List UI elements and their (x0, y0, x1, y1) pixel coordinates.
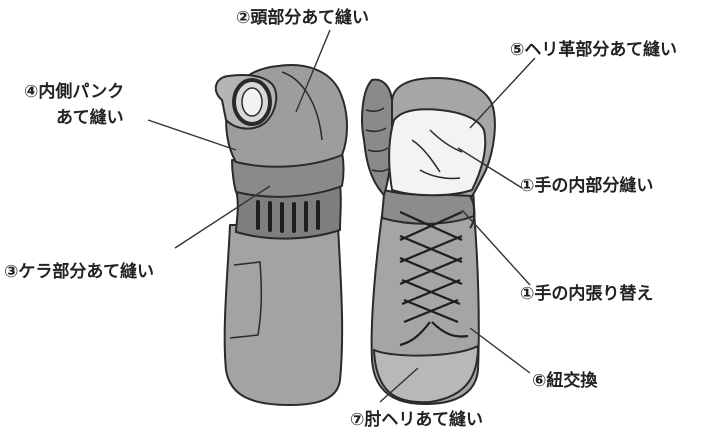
leader-palm-replace (461, 209, 531, 286)
label-inner-punk-line1: ④内側パンク (24, 82, 125, 102)
leader-palm-part (457, 147, 523, 189)
right-glove-side (361, 78, 394, 196)
leader-heri (469, 57, 536, 129)
label-inner-punk-line2: あて縫い (56, 108, 124, 128)
right-glove-side-strap (469, 195, 476, 229)
leader-kera (174, 185, 271, 249)
leader-head (295, 29, 331, 113)
label-elbow-heri-patch: ⑦肘ヘリあて縫い (350, 410, 484, 430)
label-cord-replacement: ⑥紐交換 (532, 371, 598, 391)
leader-elbow (379, 367, 419, 403)
right-glove-palm-creases (411, 129, 463, 180)
left-glove-kera-grooves (256, 200, 320, 233)
left-glove-forearm (223, 224, 344, 406)
label-head-patch: ②頭部分あて縫い (236, 8, 370, 28)
label-palm-replacement: ①手の内張り替え (520, 284, 654, 304)
right-glove-lacing (399, 210, 469, 347)
leader-lines (147, 29, 536, 403)
right-glove-side-ridges (365, 107, 391, 173)
left-glove (214, 64, 348, 406)
left-glove-head-seam (281, 71, 323, 141)
label-kera-patch: ③ケラ部分あて縫い (4, 262, 155, 282)
right-glove-palm (388, 108, 487, 197)
right-glove (361, 77, 496, 405)
label-heri-patch: ⑤ヘリ革部分あて縫い (510, 40, 678, 60)
left-glove-thumb-ring-inner (241, 87, 263, 117)
leader-inner-punk (147, 119, 237, 151)
left-glove-forearm-panel (229, 261, 263, 339)
label-palm-part-sewing: ①手の内部分縫い (520, 176, 654, 196)
leader-cord (469, 327, 531, 374)
